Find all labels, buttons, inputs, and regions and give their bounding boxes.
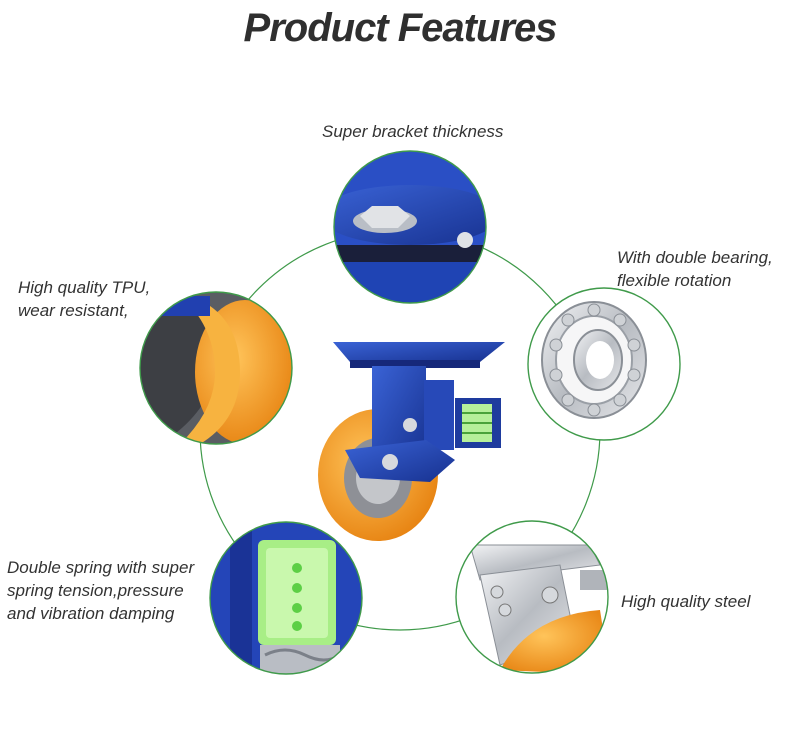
feature-text-line: With double bearing, xyxy=(617,248,773,267)
feature-label-tpu: High quality TPU, wear resistant, xyxy=(18,276,150,322)
bearing-image xyxy=(528,288,680,440)
feature-label-double-bearing: With double bearing, flexible rotation xyxy=(617,246,773,292)
double-spring-image xyxy=(210,522,362,674)
feature-text-line: Double spring with super xyxy=(7,558,195,577)
feature-text: High quality steel xyxy=(621,592,751,611)
page-title: Product Features xyxy=(243,6,558,50)
feature-label-double-spring: Double spring with super spring tension,… xyxy=(7,556,194,625)
feature-text-line: spring tension,pressure xyxy=(7,581,184,600)
feature-text: Super bracket thickness xyxy=(322,122,504,141)
feature-text-line: flexible rotation xyxy=(617,271,732,290)
bracket-thickness-image xyxy=(334,151,486,303)
feature-text-line: High quality TPU, xyxy=(18,278,151,297)
center-caster-image xyxy=(318,342,505,541)
feature-text-line: wear resistant, xyxy=(18,301,129,320)
tpu-wheel-image xyxy=(140,292,292,444)
feature-label-bracket-thickness: Super bracket thickness xyxy=(322,120,503,143)
feature-text-line: and vibration damping xyxy=(7,604,175,623)
feature-label-steel: High quality steel xyxy=(621,590,750,613)
